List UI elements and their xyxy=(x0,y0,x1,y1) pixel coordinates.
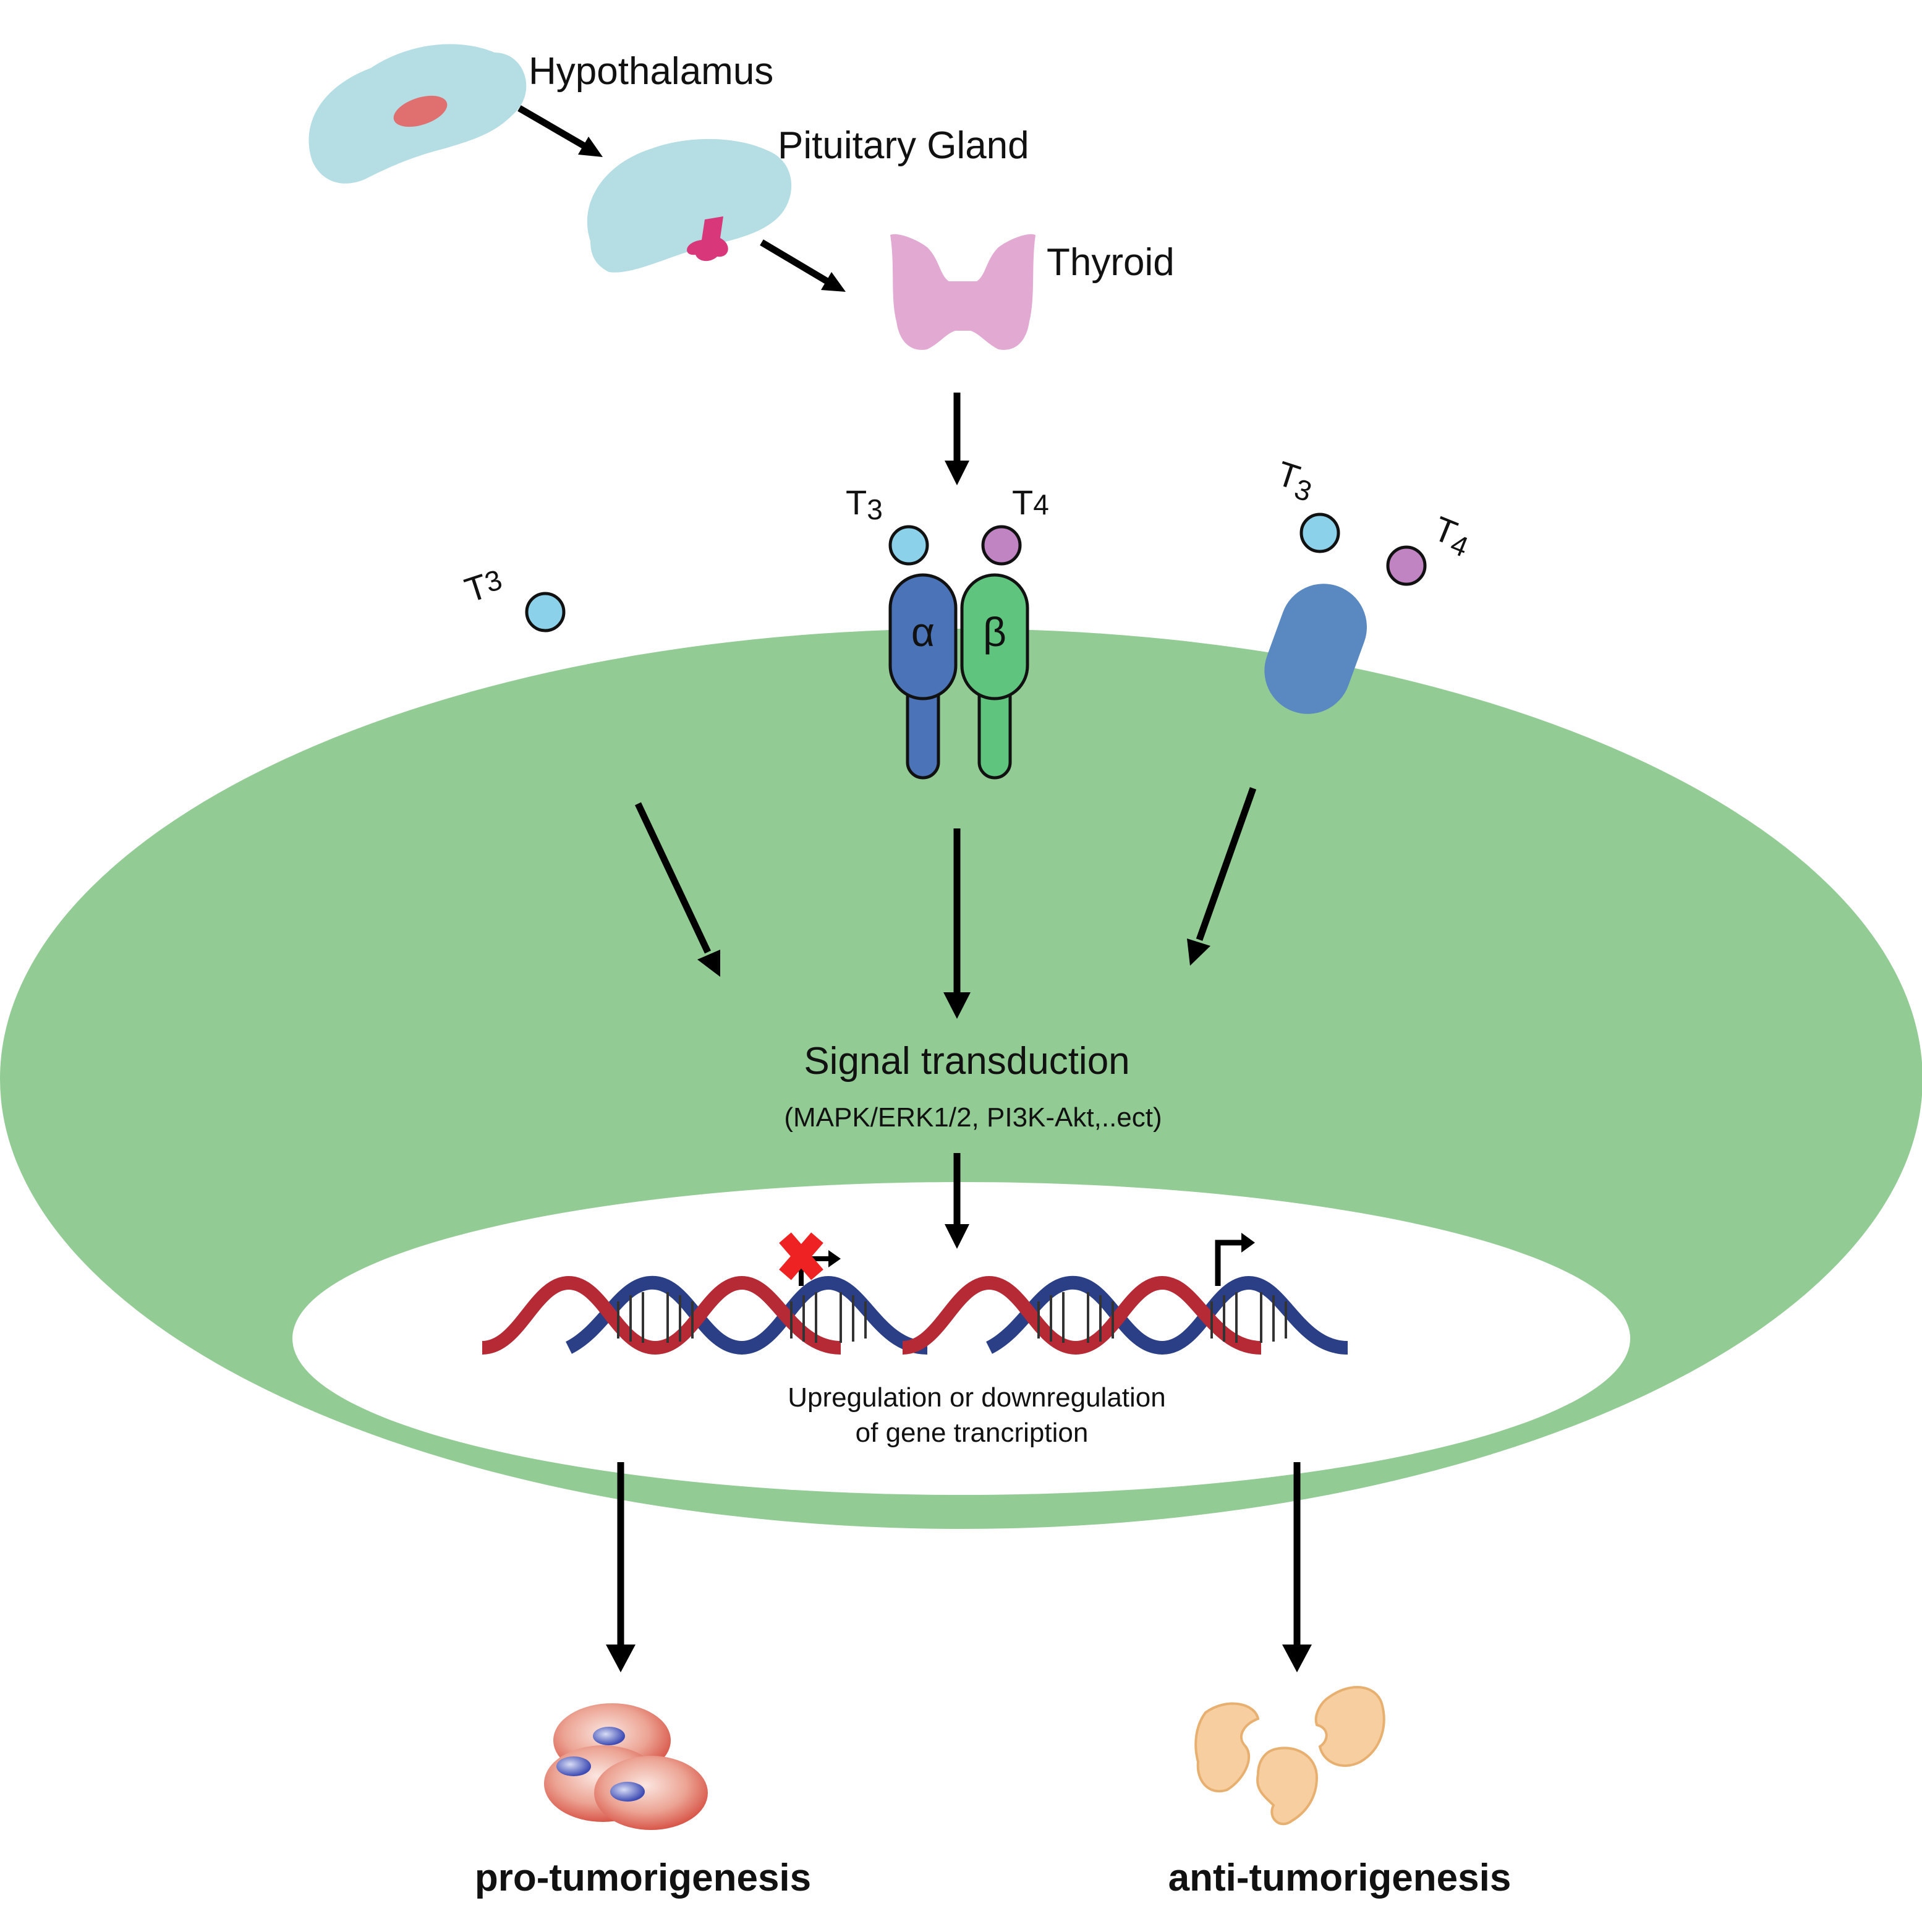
thyroid-label: Thyroid xyxy=(1047,241,1175,284)
arrow-right-to-signal xyxy=(1187,787,1257,966)
arrow-to-anti-tumorigenesis xyxy=(1282,1462,1312,1672)
dna-helix-right xyxy=(901,1233,1348,1355)
arrow-pituitary-to-thyroid xyxy=(760,239,846,292)
pituitary-brain-icon xyxy=(587,138,792,273)
pituitary-label: Pituitary Gland xyxy=(778,124,1029,167)
t4-hormone-receptor xyxy=(981,525,1022,566)
signal-pathways: (MAPK/ERK1/2, PI3K-Akt,..ect) xyxy=(784,1102,1162,1133)
t4-hormone-right xyxy=(1386,545,1427,586)
alpha-label: α xyxy=(911,609,935,655)
nucleus xyxy=(292,1182,1630,1495)
beta-subunit xyxy=(960,573,1029,700)
arrow-to-pro-tumorigenesis xyxy=(606,1462,636,1672)
hypothalamus-spot xyxy=(393,95,448,127)
transcription-blocked-icon xyxy=(779,1232,841,1286)
pro-tumorigenesis-label: pro-tumorigenesis xyxy=(475,1857,811,1899)
arrow-left-to-signal xyxy=(635,802,720,977)
arrow-signal-to-nucleus xyxy=(945,1153,969,1249)
t3-label-right: T3 xyxy=(1270,453,1319,508)
t3-hormone-left xyxy=(525,592,566,632)
membrane-receptor-right xyxy=(1264,584,1367,714)
hypothalamus-label: Hypothalamus xyxy=(529,50,773,93)
hypothalamus-brain-icon xyxy=(308,44,527,184)
pituitary-spot xyxy=(687,216,728,262)
signal-transduction-title: Signal transduction xyxy=(804,1040,1129,1083)
t3-label-receptor: T3 xyxy=(846,483,883,526)
arrow-thyroid-to-receptor xyxy=(945,393,969,485)
t3-hormone-right xyxy=(1299,513,1340,553)
t4-label-receptor: T4 xyxy=(1012,483,1049,522)
t3-hormone-receptor xyxy=(888,525,929,566)
apoptotic-cells-icon xyxy=(1194,1686,1385,1826)
beta-label: β xyxy=(983,609,1006,655)
arrow-center-to-signal xyxy=(943,828,971,1019)
gene-regulation-line2: of gene trancription xyxy=(856,1418,1089,1448)
t3-label-left: T3 xyxy=(460,561,507,610)
transcription-start-icon xyxy=(1215,1233,1255,1286)
anti-tumorigenesis-label: anti-tumorigenesis xyxy=(1168,1857,1512,1899)
alpha-subunit xyxy=(888,573,958,700)
proliferating-tumor-cells-icon xyxy=(544,1703,708,1830)
arrow-hypothalamus-to-pituitary xyxy=(517,105,603,157)
thyroid-gland-icon xyxy=(890,234,1035,350)
integrin-receptor-alpha-beta: α β xyxy=(888,573,1029,780)
dna-helix-left xyxy=(481,1232,928,1355)
gene-regulation-line1: Upregulation or downregulation xyxy=(788,1382,1166,1413)
t4-label-right: T4 xyxy=(1427,509,1478,563)
